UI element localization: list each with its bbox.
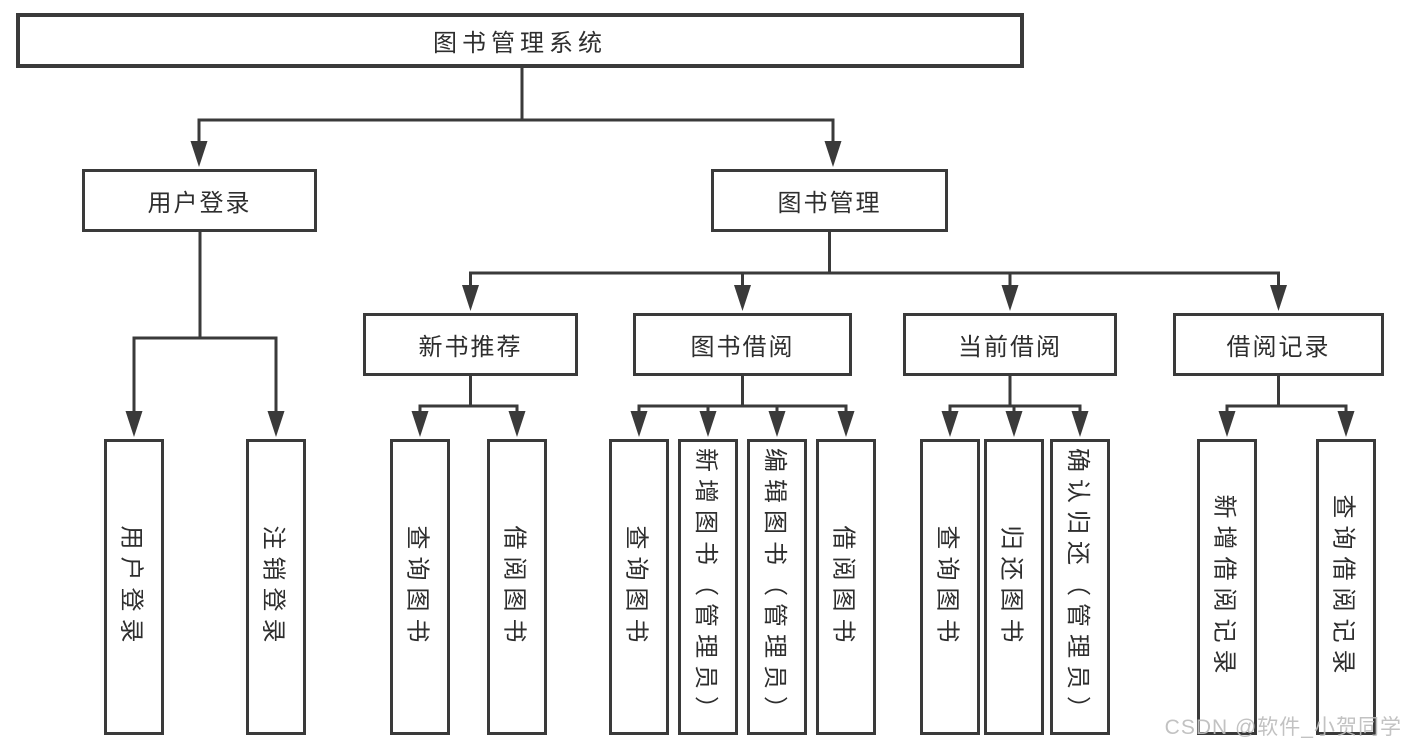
leaf-edit-books-admin: 编辑图书（管理员）: [747, 439, 807, 735]
node-book-borrowing-label: 图书借阅: [690, 334, 795, 361]
node-book-management: 图书管理: [711, 169, 948, 232]
node-book-borrowing: 图书借阅: [633, 313, 852, 376]
leaf-query-borrow-record: 查询借阅记录: [1316, 439, 1376, 735]
leaf-borrow-books-recommend-label: 借阅图书: [500, 525, 528, 649]
node-user-login-label: 用户登录: [147, 190, 252, 217]
leaf-query-books-recommend: 查询图书: [390, 439, 450, 735]
leaf-query-books-borrowing-label: 查询图书: [622, 525, 650, 649]
leaf-return-books-label: 归还图书: [997, 525, 1025, 649]
leaf-borrow-books-borrowing-label: 借阅图书: [829, 525, 857, 649]
node-new-book-recommend-label: 新书推荐: [418, 334, 523, 361]
leaf-borrow-books-recommend: 借阅图书: [487, 439, 547, 735]
node-borrowing-records: 借阅记录: [1173, 313, 1384, 376]
leaf-edit-books-admin-label: 编辑图书（管理员）: [760, 447, 788, 727]
node-root-label: 图书管理系统: [433, 30, 607, 57]
leaf-user-login-label: 用户登录: [117, 525, 145, 649]
node-root-library-system: 图书管理系统: [16, 13, 1024, 68]
leaf-add-borrow-record-label: 新增借阅记录: [1210, 494, 1238, 680]
leaf-query-books-borrowing: 查询图书: [609, 439, 669, 735]
leaf-query-borrow-record-label: 查询借阅记录: [1329, 494, 1357, 680]
csdn-watermark: CSDN @软件_小贺同学: [1164, 716, 1402, 739]
node-current-borrowing-label: 当前借阅: [958, 334, 1062, 361]
leaf-user-login: 用户登录: [104, 439, 164, 735]
leaf-query-books-current-label: 查询图书: [933, 525, 961, 649]
node-new-book-recommend: 新书推荐: [363, 313, 578, 376]
leaf-query-books-current: 查询图书: [920, 439, 980, 735]
leaf-logout: 注销登录: [246, 439, 306, 735]
leaf-add-books-admin-label: 新增图书（管理员）: [691, 447, 719, 727]
node-book-management-label: 图书管理: [777, 190, 882, 217]
leaf-confirm-return-admin: 确认归还（管理员）: [1050, 439, 1110, 735]
node-borrowing-records-label: 借阅记录: [1226, 334, 1331, 361]
node-current-borrowing: 当前借阅: [903, 313, 1117, 376]
leaf-logout-label: 注销登录: [259, 525, 287, 649]
leaf-add-books-admin: 新增图书（管理员）: [678, 439, 738, 735]
leaf-confirm-return-admin-label: 确认归还（管理员）: [1063, 447, 1091, 727]
leaf-add-borrow-record: 新增借阅记录: [1197, 439, 1257, 735]
leaf-borrow-books-borrowing: 借阅图书: [816, 439, 876, 735]
leaf-return-books: 归还图书: [984, 439, 1044, 735]
node-user-login: 用户登录: [82, 169, 317, 232]
leaf-query-books-recommend-label: 查询图书: [403, 525, 431, 649]
